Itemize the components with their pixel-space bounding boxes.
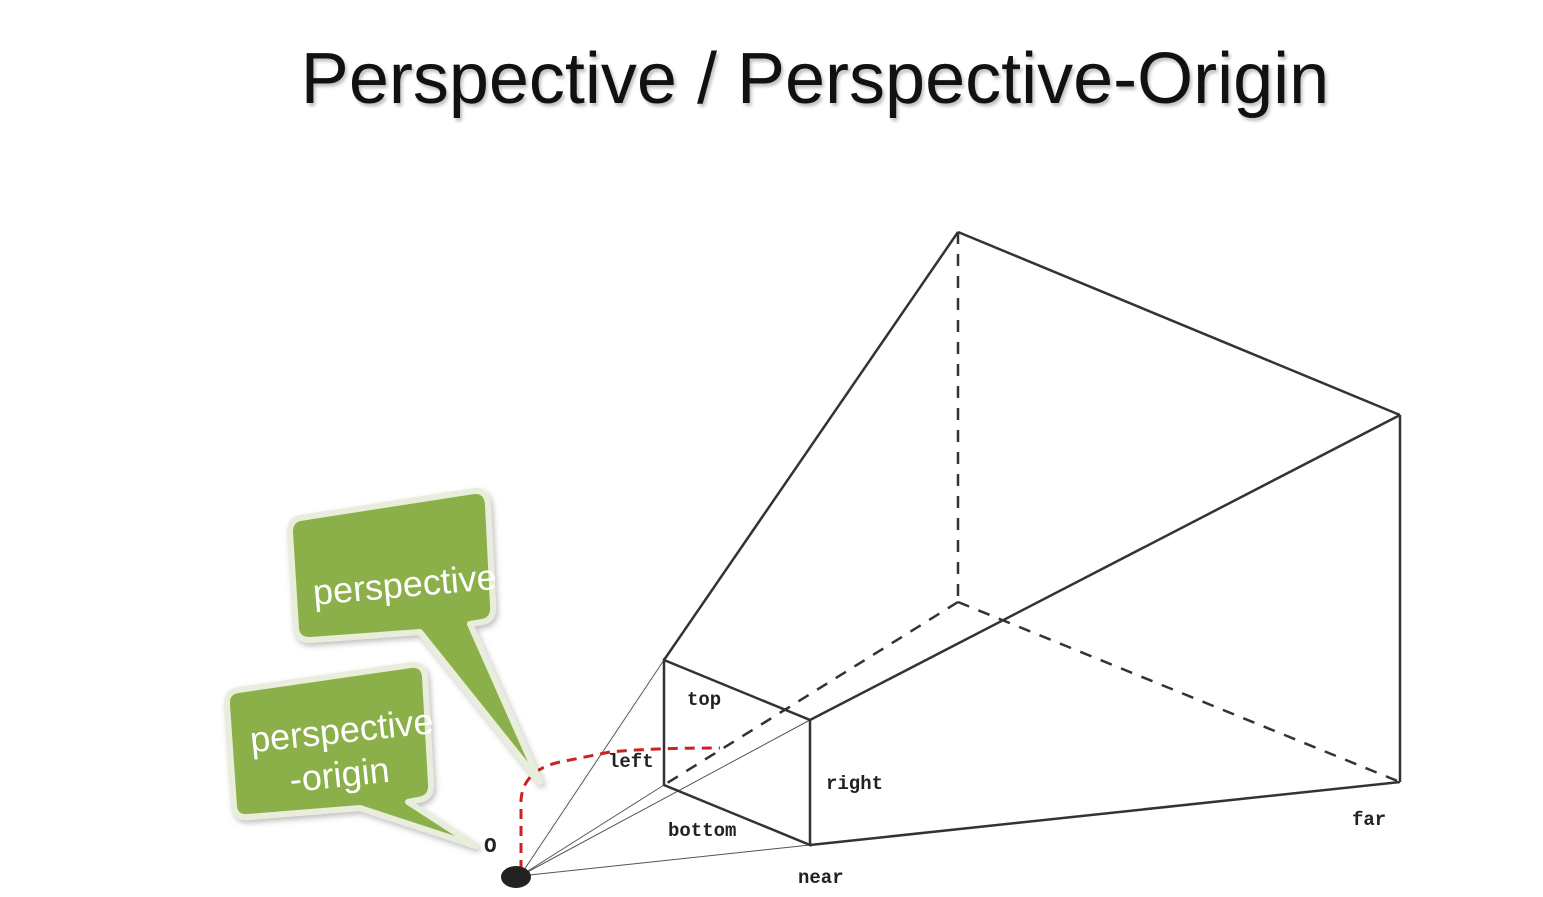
label-origin: O: [484, 836, 497, 859]
origin-offset-path: [519, 746, 721, 870]
label-near: near: [798, 867, 844, 889]
origin-point: [501, 866, 531, 888]
label-top: top: [687, 689, 721, 711]
page-title: Perspective / Perspective-Origin: [300, 39, 1330, 119]
hidden-edges: [663, 232, 1401, 787]
projection-lines: [519, 659, 811, 877]
label-bottom: bottom: [668, 820, 736, 842]
label-right: right: [826, 773, 883, 795]
label-left: left: [608, 751, 654, 773]
callout-perspective-origin: perspective -origin: [223, 661, 479, 849]
label-far: far: [1352, 809, 1386, 831]
callout-perspective: perspective: [287, 487, 543, 785]
frustum-edges: [662, 230, 1402, 847]
